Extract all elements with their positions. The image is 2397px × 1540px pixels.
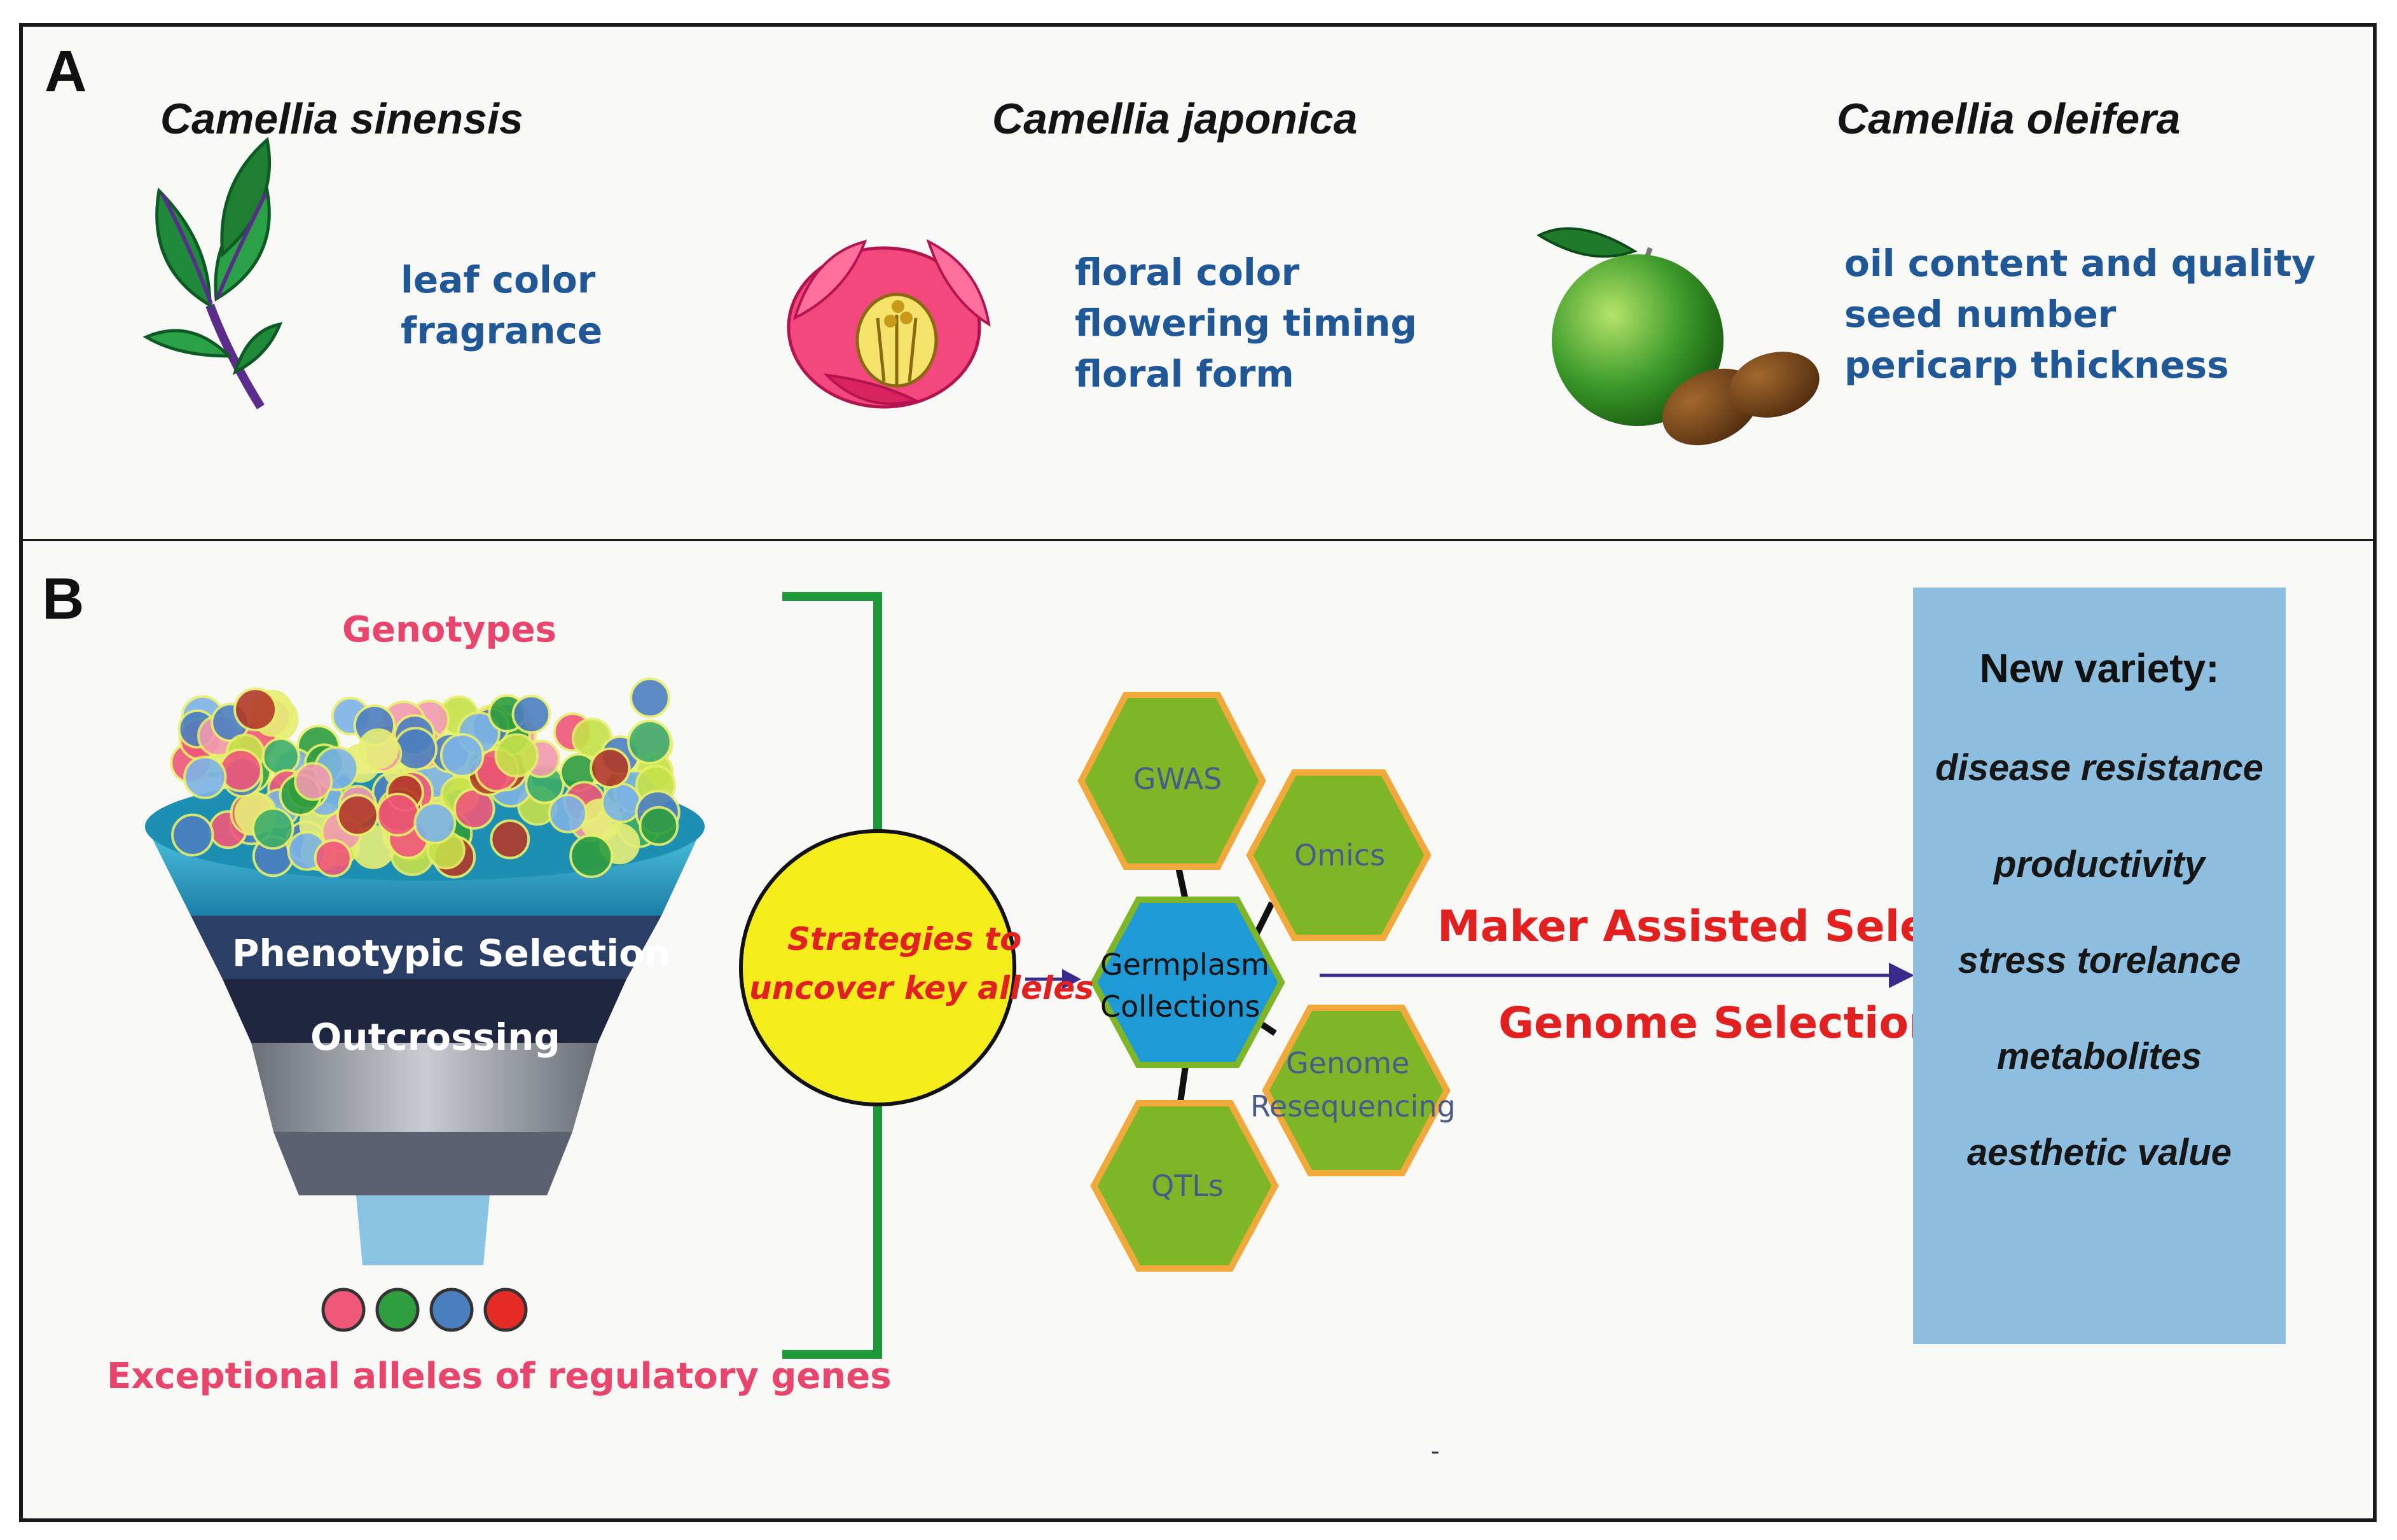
- funnel-stage-outcrossing: Outcrossing: [310, 1015, 560, 1059]
- species-name-oleifera: Camellia oleifera: [1837, 95, 2181, 143]
- species-name-sinensis: Camellia sinensis: [160, 95, 523, 143]
- trait-item: flowering timing: [1075, 301, 1417, 345]
- trait-item: seed number: [1844, 292, 2117, 336]
- green-bracket: [782, 1103, 882, 1359]
- genotype-ball: [639, 806, 679, 846]
- variety-trait: disease resistance: [1935, 747, 2263, 788]
- genotype-ball: [314, 839, 352, 877]
- panel-b-label: B: [42, 567, 85, 631]
- trait-item: floral color: [1075, 251, 1300, 294]
- allele-dot: [321, 1288, 366, 1332]
- funnel-band: [273, 1132, 572, 1195]
- genotype-ball: [251, 807, 294, 850]
- green-bracket: [782, 592, 882, 833]
- variety-trait: metabolites: [1996, 1036, 2202, 1077]
- genotype-ball: [494, 733, 539, 778]
- strategy-line-1: Strategies to: [787, 921, 1022, 958]
- funnel-stage-phenotypic-selection: Phenotypic Selection: [232, 932, 671, 975]
- genotype-ball: [630, 677, 670, 718]
- genotype-ball: [171, 813, 214, 856]
- genotype-ball: [183, 755, 227, 799]
- funnel-band: [251, 1043, 598, 1132]
- trait-item: leaf color: [401, 258, 596, 301]
- genotypes-label: Genotypes: [342, 609, 556, 650]
- genotype-ball: [548, 794, 588, 834]
- variety-trait: aesthetic value: [1967, 1132, 2232, 1173]
- genotype-ball: [413, 802, 457, 844]
- new-variety-box: New variety: disease resistance producti…: [1913, 588, 2286, 1344]
- hex-label-gwas: GWAS: [1133, 762, 1222, 796]
- genotype-balls: [170, 677, 680, 879]
- panel-a-label: A: [45, 39, 87, 104]
- traits-oleifera: oil content and quality seed number peri…: [1844, 238, 2316, 390]
- hex-label-germplasm-2: Collections: [1100, 989, 1261, 1024]
- genotype-ball: [336, 794, 379, 837]
- arrow-to-germplasm: [1062, 969, 1081, 989]
- hexagon-gwas: [1077, 692, 1266, 870]
- variety-trait: productivity: [1994, 844, 2205, 885]
- strategy-line-2: uncover key alleles: [749, 970, 1094, 1007]
- hex-label-omics: Omics: [1294, 838, 1386, 872]
- funnel-spout: [356, 1195, 490, 1265]
- hexagon-qtls: [1090, 1100, 1279, 1272]
- footnote-mark: -: [1431, 1437, 1440, 1465]
- allele-dot: [483, 1288, 528, 1332]
- genotype-ball: [511, 694, 551, 734]
- hexagon-genome-resequencing: [1262, 1005, 1451, 1176]
- funnel-band: [223, 979, 626, 1043]
- genotype-ball: [233, 687, 278, 732]
- hex-label-genome-2: Resequencing: [1250, 1089, 1456, 1124]
- trait-item: floral form: [1075, 352, 1294, 395]
- new-variety-title: New variety:: [1979, 645, 2220, 691]
- hex-label-germplasm-1: Germplasm: [1100, 947, 1269, 982]
- genotype-ball: [590, 747, 631, 789]
- variety-trait: stress torelance: [1958, 940, 2241, 981]
- genotype-ball: [358, 728, 399, 769]
- panel-a: [19, 23, 2377, 544]
- allele-dot: [375, 1288, 420, 1332]
- hex-label-genome-1: Genome: [1286, 1046, 1410, 1080]
- genotype-ball: [569, 834, 614, 879]
- trait-item: pericarp thickness: [1844, 343, 2229, 387]
- selection-arrow-head: [1889, 963, 1914, 988]
- strategy-circle: [739, 829, 1016, 1106]
- traits-japonica: floral color flowering timing floral for…: [1075, 247, 1417, 399]
- genotype-ball: [294, 762, 333, 801]
- genotype-ball: [490, 819, 530, 860]
- traits-sinensis: leaf color fragrance: [401, 254, 602, 356]
- genome-selection-label: Genome Selection: [1498, 998, 1940, 1048]
- exceptional-alleles-label: Exceptional alleles of regulatory genes: [107, 1356, 892, 1397]
- species-name-japonica: Camellia japonica: [992, 95, 1358, 143]
- hex-label-qtls: QTLs: [1151, 1169, 1224, 1203]
- funnel-stage-outcrossing-band: [191, 916, 661, 979]
- allele-dots: [321, 1288, 528, 1332]
- trait-item: oil content and quality: [1844, 242, 2316, 285]
- allele-dot: [429, 1288, 474, 1332]
- genotype-ball: [439, 733, 485, 778]
- genotype-ball: [627, 719, 672, 765]
- trait-item: fragrance: [401, 309, 603, 352]
- hexagon-germplasm: [1090, 897, 1285, 1068]
- hexagon-omics: [1246, 769, 1432, 941]
